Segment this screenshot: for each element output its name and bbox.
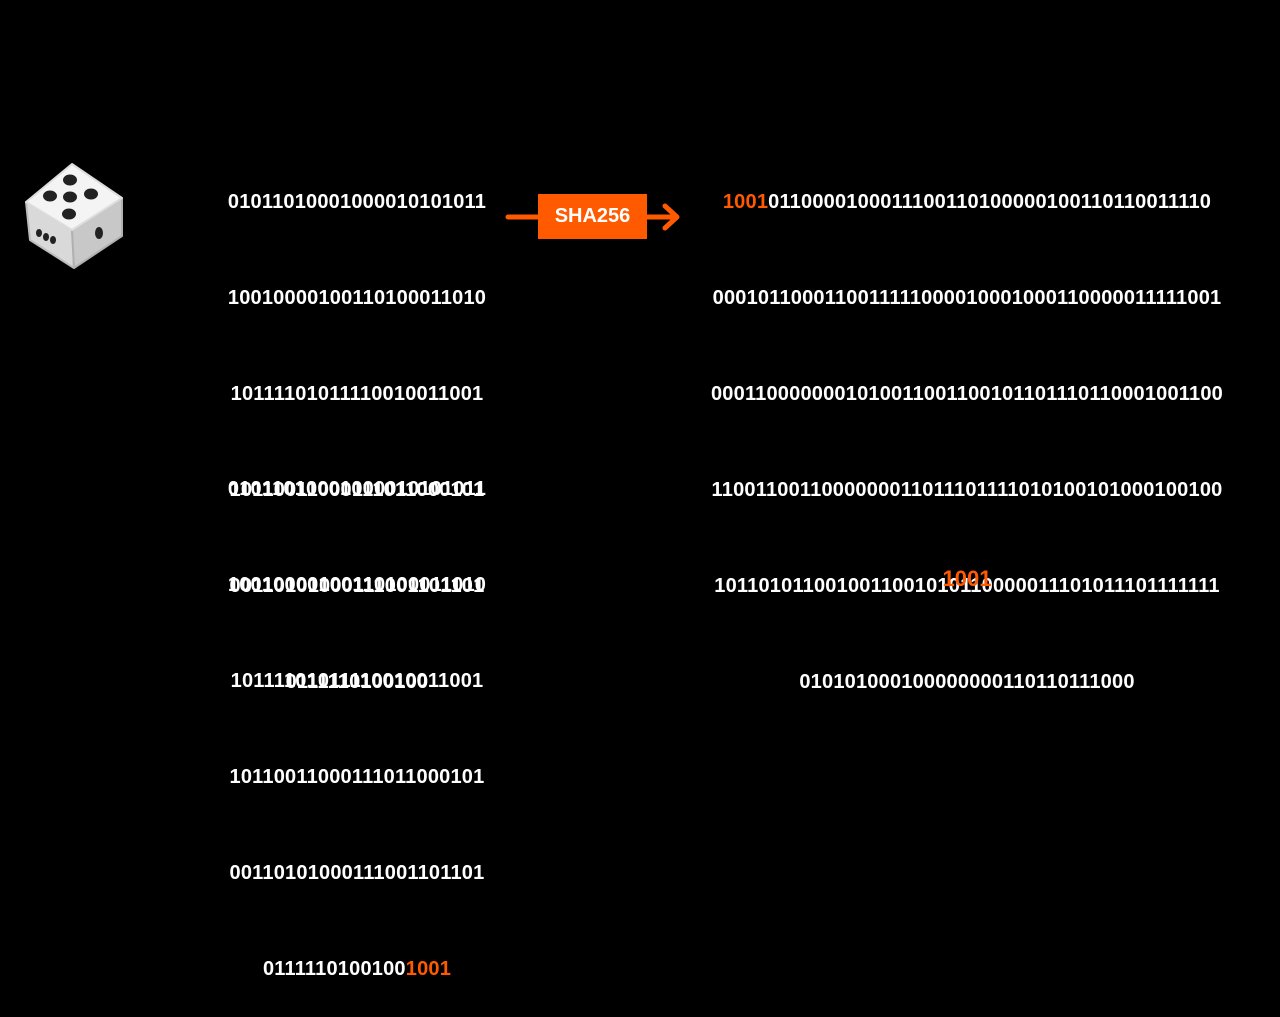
- entropy-line: 10010000100110100011010: [227, 574, 487, 596]
- hash-line: 1011010110010011001010110000011101011101…: [714, 575, 1220, 597]
- entropy-line: 10111101011110010011001: [230, 670, 484, 692]
- hash-line: 010101000100000000110110111000: [799, 671, 1135, 693]
- entropy-line: 01011010001000010101011: [227, 478, 487, 500]
- entropy-line: 01011010001000010101011: [227, 191, 487, 213]
- entropy-bits: 01011010001000010101011 1001000010011010…: [198, 122, 516, 730]
- appended-checksum: 1001: [405, 958, 452, 980]
- entropy-line: 00110101000111001101101: [229, 862, 485, 884]
- checksum-bits: 1001: [942, 566, 992, 591]
- hash-line-rest: 0110000100011100110100000100110110011110: [768, 191, 1212, 213]
- hash-line: 0001011000110011111000010001000110000011…: [712, 287, 1222, 309]
- entropy-line: 00110101000111001101101: [229, 575, 485, 597]
- entropy-line: 10110011000111011000101: [229, 766, 485, 788]
- entropy-with-checksum-bits: 01011010001000010101011 1001000010011010…: [198, 409, 516, 1017]
- game-die-icon: [22, 160, 126, 270]
- sha256-label: SHA256: [538, 194, 647, 239]
- entropy-last-bits: 0111110100100: [262, 958, 406, 980]
- arrow-right-icon: [505, 203, 680, 231]
- hash-output-bits: 1001011000010001110011010000010011011001…: [672, 122, 1262, 730]
- checksum-prefix: 1001: [722, 191, 769, 213]
- entropy-line: 01111101001001001: [198, 953, 516, 985]
- hash-line: 0001100000001010011001100101101110110001…: [710, 383, 1224, 405]
- hash-line: 1100110011000000011011101111010100101000…: [711, 479, 1223, 501]
- entropy-line: 10111101011110010011001: [230, 383, 484, 405]
- entropy-line: 10010000100110100011010: [227, 287, 487, 309]
- entropy-line: 10110011000111011000101: [229, 479, 485, 501]
- hash-line: 1001011000010001110011010000010011011001…: [672, 186, 1262, 218]
- entropy-line: 0111110100100: [285, 671, 429, 693]
